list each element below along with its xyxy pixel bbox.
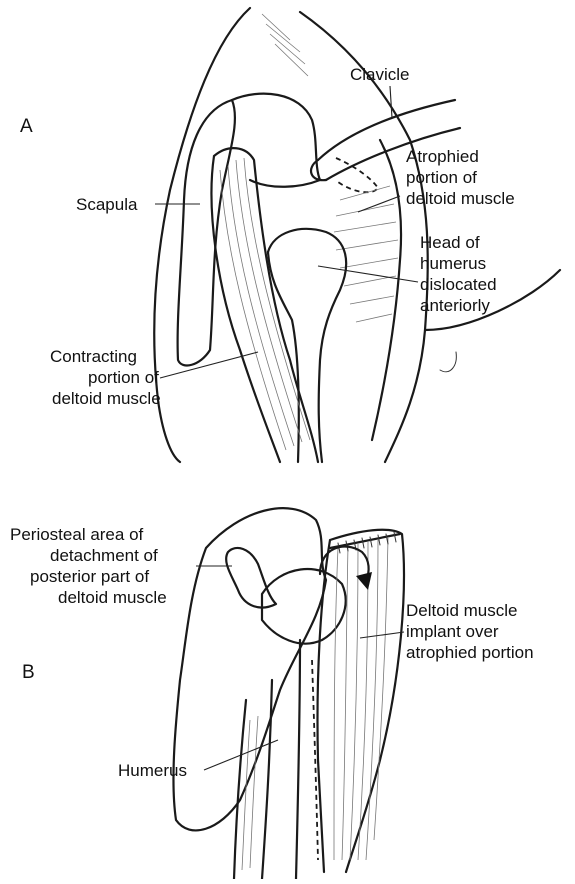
label-periosteal-line-2: detachment of [10, 545, 167, 566]
leader-lines [155, 86, 418, 770]
humerus-shaft-b [234, 640, 300, 879]
scapula-b [173, 508, 326, 830]
label-clavicle: Clavicle [350, 64, 410, 85]
label-atrophied: Atrophied portion of deltoid muscle [406, 146, 515, 209]
label-head-line-3: dislocated [420, 274, 497, 295]
label-implant-line-2: implant over [406, 621, 534, 642]
leader-head [318, 266, 418, 282]
arrow-head-icon [356, 572, 372, 590]
label-implant-line-1: Deltoid muscle [406, 600, 534, 621]
label-periosteal-line-4: deltoid muscle [10, 587, 167, 608]
label-humerus: Humerus [118, 760, 187, 781]
label-implant-line-3: atrophied portion [406, 642, 534, 663]
label-implant: Deltoid muscle implant over atrophied po… [406, 600, 534, 663]
label-head-line-1: Head of [420, 232, 497, 253]
shaft-hatching [242, 716, 258, 870]
contracting-deltoid-fibers [220, 158, 310, 450]
panel-b-drawing [173, 508, 403, 879]
label-atrophied-line-1: Atrophied [406, 146, 515, 167]
panel-letter-b: B [22, 662, 35, 684]
label-contracting-line-2: portion of [50, 367, 161, 388]
label-contracting: Contracting portion of deltoid muscle [50, 346, 161, 409]
label-head-line-4: anteriorly [420, 295, 497, 316]
label-atrophied-line-2: portion of [406, 167, 515, 188]
label-periosteal: Periosteal area of detachment of posteri… [10, 524, 167, 608]
label-contracting-line-3: deltoid muscle [50, 388, 161, 409]
humerus-head-b [262, 569, 346, 644]
label-head-line-2: humerus [420, 253, 497, 274]
leader-contracting [160, 352, 258, 378]
label-scapula: Scapula [76, 194, 137, 215]
scapula [178, 100, 235, 365]
label-contracting-line-1: Contracting [50, 346, 161, 367]
shoulder-outline [154, 8, 250, 462]
panel-letter-a: A [20, 116, 33, 138]
humerus-shaft-left [268, 252, 299, 462]
nipple-mark [440, 352, 456, 372]
humerus-head [268, 229, 346, 462]
label-periosteal-line-3: posterior part of [10, 566, 167, 587]
acromion-b [226, 548, 276, 608]
label-head: Head of humerus dislocated anteriorly [420, 232, 497, 316]
deltoid-hatching [334, 186, 398, 322]
skin-hatching [262, 14, 308, 76]
label-periosteal-line-1: Periosteal area of [10, 524, 167, 545]
label-atrophied-line-3: deltoid muscle [406, 188, 515, 209]
leader-implant [360, 632, 404, 638]
leader-clavicle [390, 86, 392, 118]
